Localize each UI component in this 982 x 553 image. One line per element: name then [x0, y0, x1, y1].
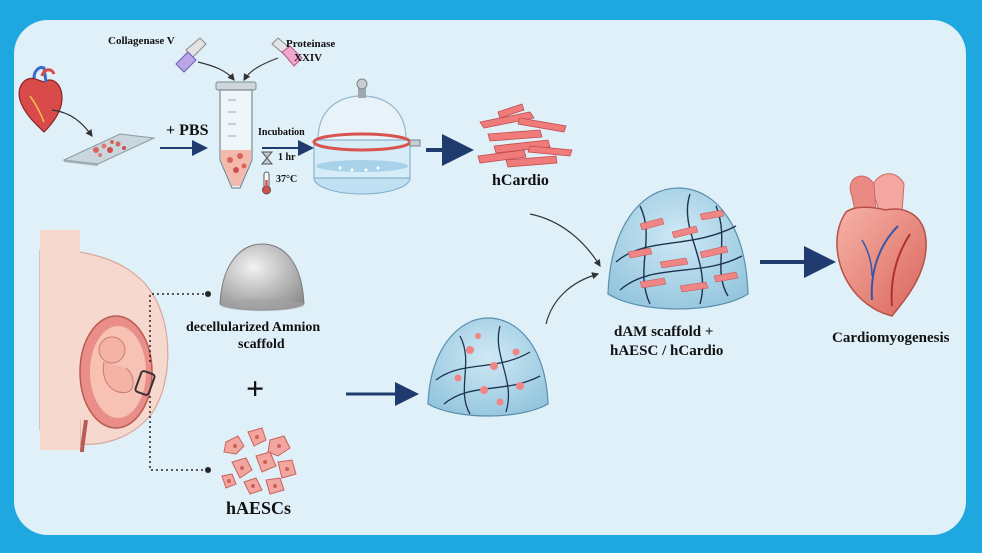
collagenase-pipette-icon: [175, 37, 207, 73]
collagenase-arrow: [197, 61, 235, 81]
proteinase-label-line1: Proteinase: [286, 38, 336, 50]
plus-sign: +: [246, 370, 265, 406]
haescs-label: hAESCs: [226, 498, 292, 518]
amnion-dotted-connector: [149, 293, 206, 362]
incubator-icon: [312, 78, 421, 195]
pbs-label: + PBS: [166, 122, 209, 139]
conical-tube-icon: [215, 81, 257, 189]
hcardio-to-scaffold-arrow: [529, 213, 601, 268]
proteinase-arrow: [243, 57, 279, 82]
thermometer-icon: [262, 171, 271, 195]
cardiomyogenesis-label: Cardiomyogenesis: [832, 330, 950, 346]
temperature-label: 37°C: [276, 174, 298, 185]
seeded-scaffold-large-icon: [607, 187, 749, 310]
incubation-label: Incubation: [258, 127, 305, 138]
combined-label-line2: hAESC / hCardio: [610, 343, 724, 359]
hcardio-label: hCardio: [492, 172, 549, 189]
decellularized-scaffold-icon: [219, 243, 305, 311]
cardiomyogenesis-heart-icon: [836, 173, 927, 317]
tissue-slide-icon: [62, 133, 156, 166]
time-label: 1 hr: [278, 152, 296, 163]
combined-label-line1: dAM scaffold +: [614, 324, 714, 340]
proteinase-label-line2: XXIV: [294, 52, 323, 64]
pregnant-abdomen-icon: [39, 230, 169, 453]
collagenase-label: Collagenase V: [108, 35, 175, 47]
haescs-cells-icon: [221, 427, 297, 495]
hcardio-cells-icon: [477, 103, 573, 168]
cells-dotted-connector: [149, 396, 206, 471]
heart-to-slide-arrow: [51, 109, 93, 137]
hourglass-icon: [260, 151, 274, 165]
scaffold-label-line1: decellularized Amnion: [186, 320, 321, 335]
haesc-to-scaffold-arrow: [545, 272, 600, 325]
seeded-scaffold-small-icon: [427, 317, 549, 417]
source-heart-icon: [18, 66, 63, 133]
scaffold-label-line2: scaffold: [238, 337, 285, 352]
proteinase-pipette-icon: [271, 37, 303, 67]
